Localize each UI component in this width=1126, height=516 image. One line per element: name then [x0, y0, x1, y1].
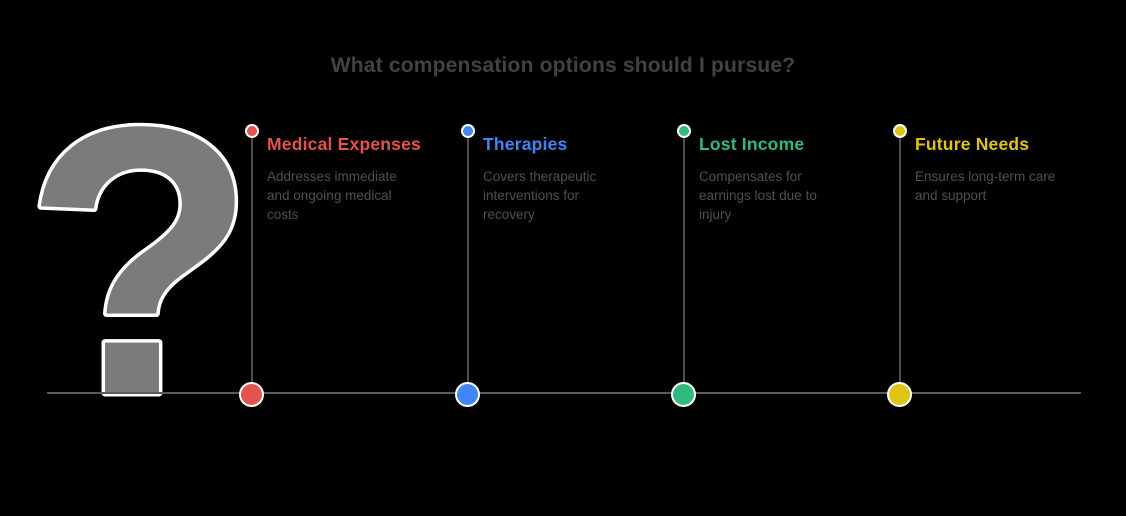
question-mark-graphic: ?: [20, 86, 260, 426]
timeline-node: [455, 382, 480, 407]
timeline-node-top: [244, 123, 259, 138]
timeline-connector: [467, 131, 469, 393]
item-description: Compensates for earnings lost due to inj…: [699, 169, 817, 222]
timeline-baseline: [47, 392, 1081, 394]
timeline-node: [671, 382, 696, 407]
item-description: Covers therapeutic interventions for rec…: [483, 169, 597, 222]
page-title: What compensation options should I pursu…: [330, 54, 796, 77]
timeline-node-top: [460, 123, 475, 138]
timeline-node: [239, 382, 264, 407]
timeline-node-top: [892, 123, 907, 138]
item-label: Lost Income: [699, 134, 805, 154]
item-label: Therapies: [483, 134, 568, 154]
question-mark-glyph: ?: [23, 86, 256, 426]
timeline-node-top: [676, 123, 691, 138]
timeline-connector: [899, 131, 901, 393]
item-description: Addresses immediate and ongoing medical …: [267, 169, 397, 222]
item-label: Future Needs: [915, 134, 1030, 154]
item-description: Ensures long-term care and support: [915, 169, 1056, 203]
timeline-node: [887, 382, 912, 407]
timeline-connector: [251, 131, 253, 393]
item-label: Medical Expenses: [267, 134, 421, 154]
timeline-connector: [683, 131, 685, 393]
